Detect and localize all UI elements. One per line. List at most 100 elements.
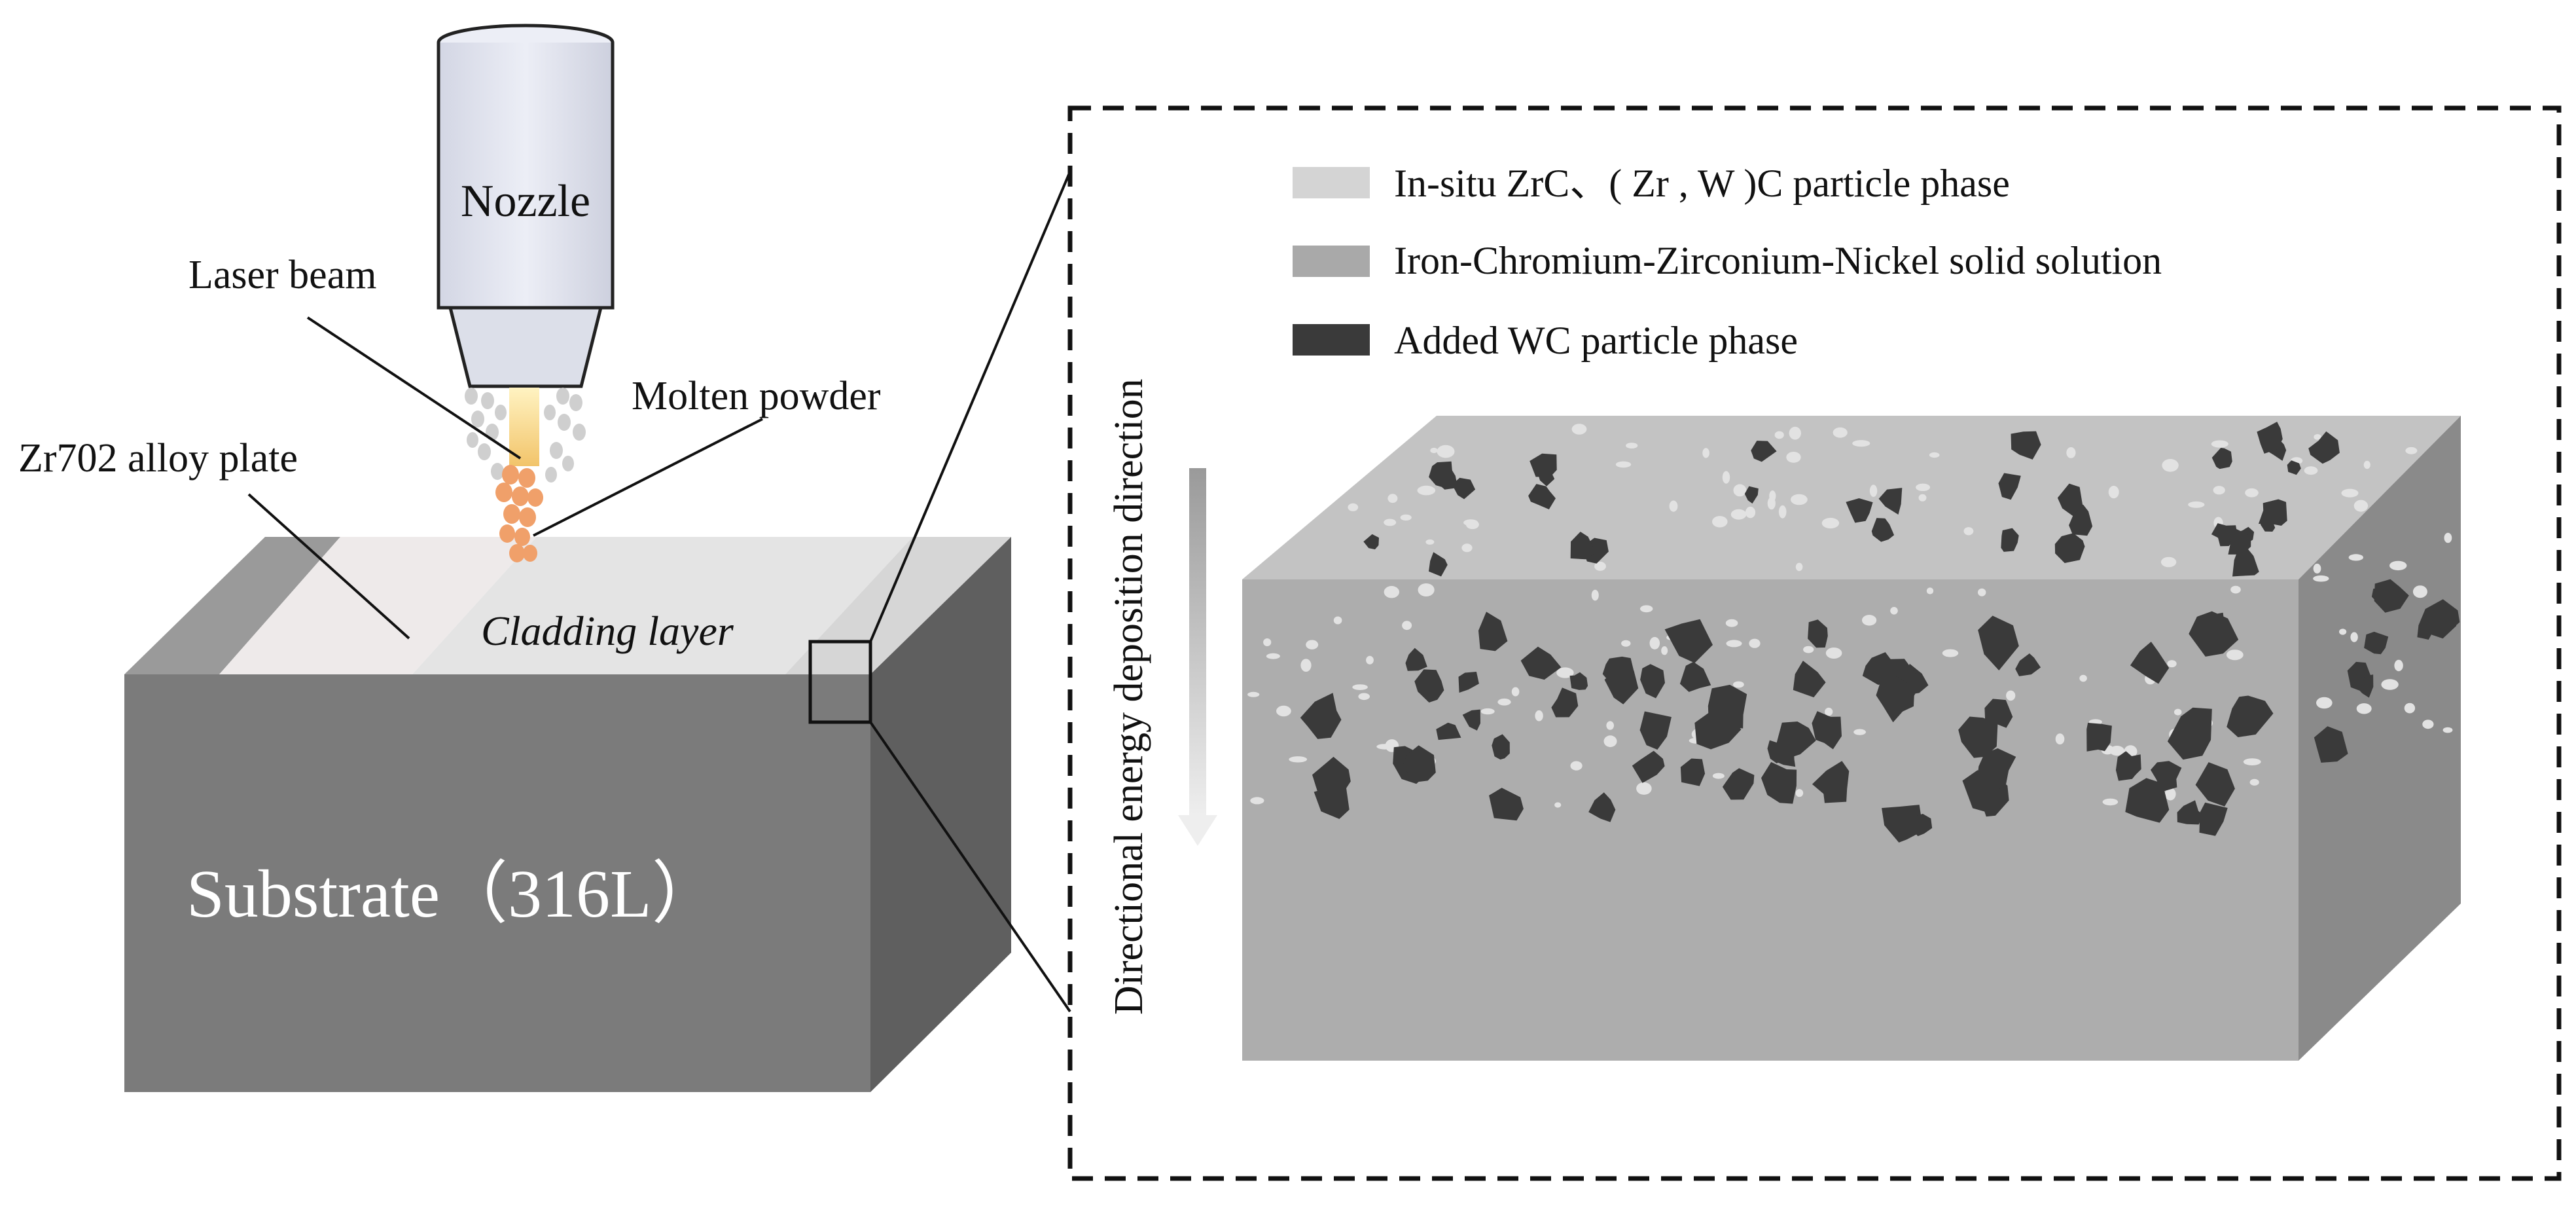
wc-particle [1528,484,1556,509]
wc-particle [2357,674,2374,698]
wc-particle [1520,646,1562,680]
insitu-particle [1289,756,1308,763]
insitu-particle [1418,583,1435,596]
wc-particle [1300,693,1342,739]
insitu-particle [1749,638,1761,648]
insitu-particle [1789,426,1801,440]
insitu-particle [2211,440,2228,448]
insitu-particle [1430,447,1438,454]
insitu-particle [1791,494,1808,505]
insitu-particle [1306,640,1319,649]
insitu-particle [2304,466,2318,475]
insitu-particle [1825,648,1842,659]
wc-particle [1551,687,1579,718]
substrate-label: Substrate（316L） [187,856,720,932]
legend-label-insitu: In-situ ZrC、( Zr , W )C particle phase [1394,162,2010,205]
wc-particle [1570,532,1596,560]
insitu-particle [2213,486,2225,495]
insitu-particle [1300,659,1312,672]
insitu-particle [1358,693,1370,701]
wc-particle [1462,709,1480,731]
insitu-particle [1480,708,1495,715]
insitu-particle [1591,589,1599,601]
zoom-block-side-face [2299,416,2461,1061]
insitu-particle [2348,554,2363,561]
wc-particle [2069,504,2093,536]
wc-particle [1808,619,1828,648]
insitu-particle [2102,798,2119,806]
wc-particle [1812,711,1842,750]
alloy-plate-label: Zr702 alloy plate [18,436,298,481]
insitu-particle [1803,646,1814,653]
insitu-particle [1425,539,1435,545]
insitu-particle [2108,486,2119,499]
insitu-particle [1712,516,1728,528]
insitu-particle [2412,585,2427,598]
insitu-particle [1712,773,1725,779]
insitu-particle [1636,782,1652,795]
insitu-particle [1511,687,1520,697]
insitu-particle [1640,605,1653,613]
insitu-particle [2230,585,2241,594]
wc-particle [1458,672,1479,693]
wc-particle [1776,722,1816,758]
legend-swatch-insitu [1293,167,1370,198]
wc-particle [1680,758,1706,786]
insitu-particle [2006,690,2016,701]
insitu-particle [1615,461,1632,468]
insitu-particle [1535,710,1543,722]
wc-particle [2001,528,2019,552]
wc-particle [1751,441,1777,462]
molten-powder-label: Molten powder [632,374,881,418]
insitu-particle [2167,660,2177,668]
deposition-direction-label: Directional energy deposition direction [1107,378,1151,1015]
insitu-particle [1463,519,1478,526]
wc-particle [2364,631,2389,655]
wc-particle [1878,488,1903,515]
insitu-particle [1626,443,1638,449]
insitu-particle [1352,684,1368,690]
insitu-particle [2174,708,2182,716]
wc-particle [2177,800,2204,825]
wc-particle [2057,483,2083,517]
insitu-particle [1978,588,1986,596]
insitu-particle [2160,557,2177,568]
insitu-particle [1263,638,1272,646]
insitu-particle [1661,646,1668,655]
wc-particle [1640,664,1665,699]
insitu-particle [1795,789,1804,797]
insitu-particle [2442,727,2453,733]
wc-particle [1793,661,1826,698]
wc-particle [1602,656,1634,685]
insitu-particle [1594,561,1606,571]
insitu-particle [1366,655,1374,665]
nozzle-assembly: Nozzle [437,24,615,388]
zoom-connector-bottom [869,721,1071,1013]
wc-particle [1438,469,1457,490]
molten-powder-leader [533,418,763,537]
insitu-particle [1869,484,1878,497]
insitu-particle [1929,452,1940,458]
insitu-particle [1926,587,1934,594]
wc-particle [2425,599,2460,635]
zoom-connector-top [869,171,1071,642]
insitu-particle [1942,649,1959,657]
insitu-particle [2314,434,2321,440]
insitu-particle [1437,445,1455,458]
insitu-particle [1774,431,1784,439]
wc-particle [1882,805,1923,843]
insitu-particle [1726,640,1742,648]
wc-particle [1846,498,1873,523]
insitu-particle [2422,720,2434,729]
insitu-particle [1247,691,1260,697]
wc-particle [1314,787,1350,819]
insitu-particle [1606,721,1614,730]
wc-particle [1405,648,1427,671]
wc-particle [1722,768,1755,800]
wc-particle [2054,533,2085,563]
wc-particle [2287,460,2301,475]
substrate-front-face [124,674,870,1092]
insitu-particle [1250,797,1264,805]
insitu-particle [2339,629,2347,635]
insitu-particle [1400,514,1412,521]
